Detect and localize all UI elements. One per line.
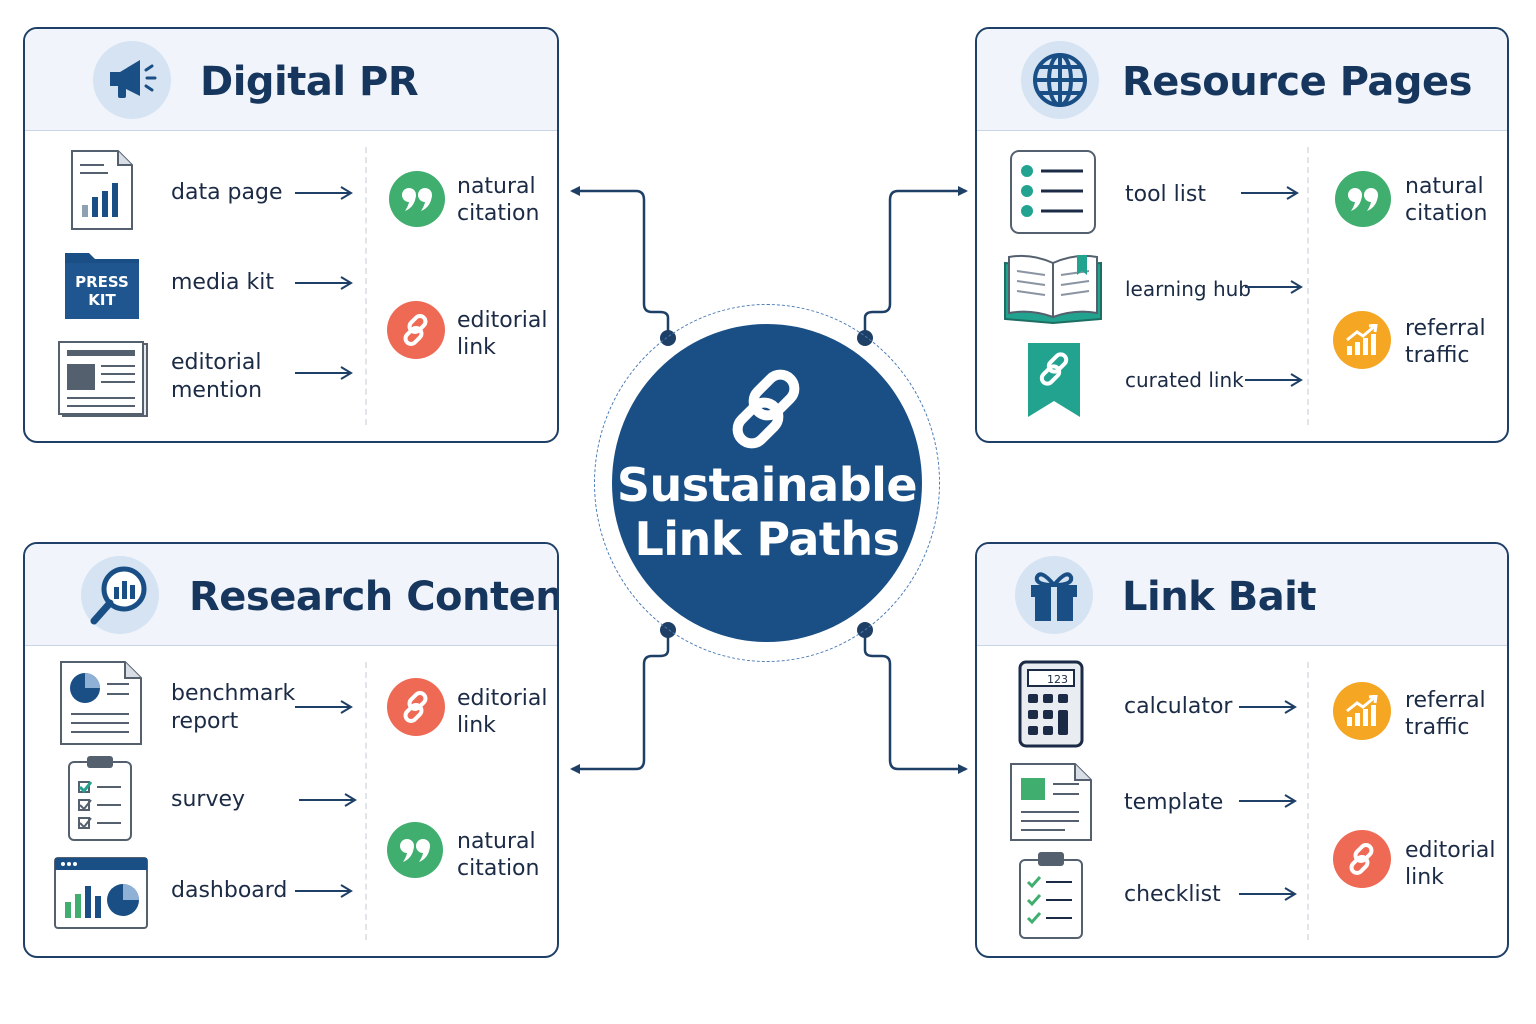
arrow-right-icon xyxy=(1241,186,1299,200)
arrow-right-icon xyxy=(295,700,353,714)
link-icon xyxy=(387,678,445,736)
panel-header: Resource Pages xyxy=(977,29,1507,131)
panel-title: Resource Pages xyxy=(1122,59,1473,105)
row-label: benchmark report xyxy=(171,681,296,734)
globe-icon xyxy=(1021,41,1099,119)
arrow-right-icon xyxy=(295,884,353,898)
center-ring xyxy=(594,304,940,662)
quote-icon xyxy=(1335,171,1391,227)
row-label: dashboard xyxy=(171,878,288,903)
arrow-right-icon xyxy=(1245,373,1303,387)
panel-title: Digital PR xyxy=(200,59,419,105)
outcome-label: natural citation xyxy=(457,174,540,226)
svg-text:KIT: KIT xyxy=(88,291,116,309)
connector-digital-pr xyxy=(570,186,670,338)
dashboard-window-icon xyxy=(53,856,149,930)
document-chart-icon xyxy=(67,149,137,231)
outcome-label: natural citation xyxy=(457,829,540,881)
svg-text:123: 123 xyxy=(1047,673,1068,686)
arrow-right-icon xyxy=(1239,887,1297,901)
outcome-label: editorial link xyxy=(1405,838,1496,890)
outcome-label: editorial link xyxy=(457,686,548,738)
connector-resource-pages xyxy=(863,186,968,338)
bulleted-list-icon xyxy=(1009,149,1097,235)
column-divider xyxy=(1307,662,1309,940)
template-document-icon xyxy=(1009,762,1093,842)
growth-chart-icon xyxy=(1333,311,1391,369)
svg-text:PRESS: PRESS xyxy=(75,273,129,291)
outcome-label: editorial link xyxy=(457,308,548,360)
outcome-label: referral traffic xyxy=(1405,316,1486,368)
arrow-right-icon xyxy=(1245,280,1303,294)
link-icon xyxy=(387,301,445,359)
row-label: survey xyxy=(171,787,246,812)
column-divider xyxy=(365,662,367,940)
column-divider xyxy=(1307,147,1309,425)
panel-header: Link Bait xyxy=(977,544,1507,646)
panel-link-bait: Link Bait 123 calculator te xyxy=(975,542,1509,958)
magnifier-chart-icon xyxy=(81,556,159,634)
clipboard-checklist-icon xyxy=(1017,850,1085,940)
panel-resource-pages: Resource Pages tool list learning hub cu… xyxy=(975,27,1509,443)
arrow-right-icon xyxy=(1239,794,1297,808)
row-label: curated link xyxy=(1125,368,1244,392)
report-pie-icon xyxy=(59,660,143,746)
link-icon xyxy=(1333,830,1391,888)
panel-title: Research Content xyxy=(189,574,559,620)
arrow-right-icon xyxy=(1239,700,1297,714)
quote-icon xyxy=(389,171,445,227)
column-divider xyxy=(365,147,367,425)
outcome-label: natural citation xyxy=(1405,174,1488,226)
row-label: data page xyxy=(171,180,283,205)
row-label: checklist xyxy=(1124,882,1221,907)
outcome-label: referral traffic xyxy=(1405,688,1486,740)
gift-icon xyxy=(1015,556,1093,634)
row-label: tool list xyxy=(1125,182,1206,207)
calculator-icon: 123 xyxy=(1017,660,1085,748)
panel-header: Digital PR xyxy=(25,29,557,131)
row-label: learning hub xyxy=(1125,277,1251,301)
row-label: editorial mention xyxy=(171,350,263,403)
clipboard-checklist-icon xyxy=(67,754,133,842)
panel-header: Research Content xyxy=(25,544,557,646)
chain-link-icon xyxy=(732,369,800,449)
arrow-right-icon xyxy=(295,276,353,290)
panel-research-content: Research Content benchmark report xyxy=(23,542,559,958)
panel-title: Link Bait xyxy=(1122,574,1317,620)
row-label: calculator xyxy=(1124,694,1233,719)
arrow-right-icon xyxy=(299,793,357,807)
open-book-icon xyxy=(1003,253,1103,325)
arrow-right-icon xyxy=(295,186,353,200)
row-label: template xyxy=(1124,790,1224,815)
arrow-right-icon xyxy=(295,366,353,380)
press-kit-folder-icon: PRESS KIT xyxy=(63,247,141,321)
growth-chart-icon xyxy=(1333,682,1391,740)
panel-digital-pr: Digital PR data page PRESS KIT media kit xyxy=(23,27,559,443)
connector-link-bait xyxy=(863,630,968,774)
row-label: media kit xyxy=(171,270,274,295)
megaphone-icon xyxy=(93,41,171,119)
quote-icon xyxy=(387,822,443,878)
newspaper-icon xyxy=(57,339,149,419)
connector-research-content xyxy=(570,630,670,774)
bookmark-link-icon xyxy=(1025,341,1083,419)
center-title: Sustainable Link Paths xyxy=(616,458,918,566)
